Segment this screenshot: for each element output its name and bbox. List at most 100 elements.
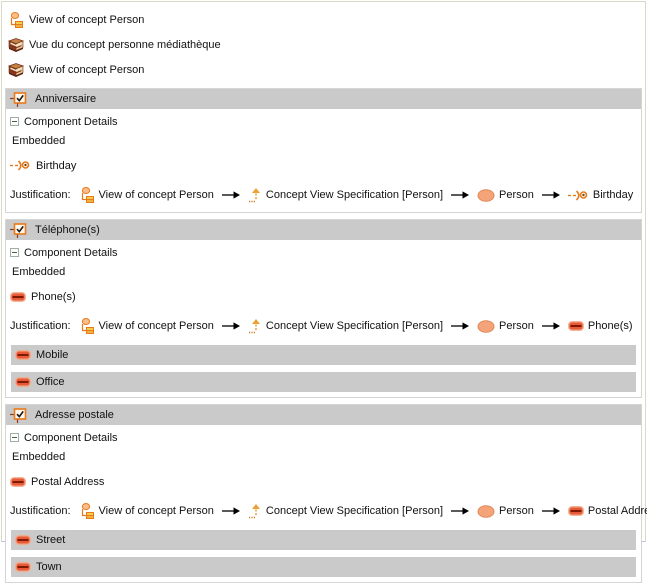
embedded-row: Embedded <box>10 131 637 150</box>
top-list: View of concept Person Vue du concept pe… <box>5 7 642 82</box>
justification-step-label: View of concept Person <box>98 505 214 517</box>
justification-step-label: Concept View Specification [Person] <box>265 189 444 201</box>
attribute-icon <box>10 292 26 302</box>
section-title: Adresse postale <box>35 409 114 421</box>
concept-view-icon <box>79 318 95 334</box>
attribute-row: Phone(s) <box>10 281 637 309</box>
sub-component-street[interactable]: Street <box>11 530 636 550</box>
component-details-label: Component Details <box>24 246 118 259</box>
justification-step-label: Birthday <box>592 189 634 201</box>
attribute-label: Birthday <box>36 159 77 172</box>
justification-step[interactable]: Concept View Specification [Person] <box>248 318 443 335</box>
justification-step-label: Concept View Specification [Person] <box>265 320 444 332</box>
justification-step[interactable]: Concept View Specification [Person] <box>248 503 443 520</box>
justification-step[interactable]: Person <box>477 189 534 202</box>
embedded-label: Embedded <box>12 134 66 147</box>
section-adresse-postale: Adresse postale Component Details Embedd… <box>5 404 647 583</box>
list-item-vue-du-concept[interactable]: Vue du concept personne médiathèque <box>5 32 642 57</box>
section-header-telephones[interactable]: Téléphone(s) <box>6 220 641 240</box>
justification-step-label: Phone(s) <box>587 320 633 332</box>
component-details-row: Component Details <box>10 112 637 131</box>
justification-label: Justification: <box>10 505 71 517</box>
embedded-row: Embedded <box>10 262 637 281</box>
spec-arrow-icon <box>248 187 262 204</box>
section-header-anniversaire[interactable]: Anniversaire <box>6 89 641 109</box>
sub-component-office[interactable]: Office <box>11 372 636 392</box>
arrow-right-icon <box>451 190 469 200</box>
justification-step-label: View of concept Person <box>98 189 214 201</box>
association-icon <box>568 189 589 202</box>
justification-step[interactable]: View of concept Person <box>79 318 214 334</box>
list-item-view-of-concept[interactable]: View of concept Person <box>5 7 642 32</box>
justification-row: Justification: View of concept Person Co… <box>10 309 637 338</box>
list-item-label: Vue du concept personne médiathèque <box>29 38 221 51</box>
checked-checkbox-icon[interactable] <box>10 91 29 108</box>
person-icon <box>477 320 495 333</box>
person-icon <box>477 189 495 202</box>
component-details-row: Component Details <box>10 428 637 447</box>
justification-label: Justification: <box>10 320 71 332</box>
embedded-label: Embedded <box>12 450 66 463</box>
concept-view-icon <box>8 12 24 28</box>
arrow-right-icon <box>542 321 560 331</box>
component-details-label: Component Details <box>24 431 118 444</box>
section-body: Component Details Embedded Birthday Just… <box>6 109 641 212</box>
arrow-right-icon <box>451 506 469 516</box>
concept-view-icon <box>79 187 95 203</box>
justification-row: Justification: View of concept Person Co… <box>10 178 637 207</box>
justification-row: Justification: View of concept Person Co… <box>10 494 647 523</box>
association-icon <box>10 159 31 172</box>
collapse-icon[interactable] <box>10 117 19 126</box>
justification-step[interactable]: Person <box>477 320 534 333</box>
attribute-row: Postal Address <box>10 466 637 494</box>
checked-checkbox-icon[interactable] <box>10 407 29 424</box>
attribute-icon <box>15 377 31 387</box>
library-icon <box>8 37 24 53</box>
concept-view-icon <box>79 503 95 519</box>
section-title: Téléphone(s) <box>35 224 100 236</box>
arrow-right-icon <box>222 321 240 331</box>
arrow-right-icon <box>451 321 469 331</box>
attribute-icon <box>10 477 26 487</box>
embedded-label: Embedded <box>12 265 66 278</box>
justification-step[interactable]: View of concept Person <box>79 187 214 203</box>
list-item-label: View of concept Person <box>29 13 145 26</box>
justification-step[interactable]: Birthday <box>568 189 633 202</box>
justification-step[interactable]: Person <box>477 505 534 518</box>
justification-step[interactable]: Concept View Specification [Person] <box>248 187 443 204</box>
arrow-right-icon <box>542 506 560 516</box>
justification-step-label: Person <box>499 189 534 201</box>
section-header-adresse-postale[interactable]: Adresse postale <box>6 405 641 425</box>
attribute-icon <box>15 562 31 572</box>
section-telephones: Téléphone(s) Component Details Embedded … <box>5 219 642 398</box>
attribute-label: Phone(s) <box>31 290 76 303</box>
attribute-icon <box>568 321 584 331</box>
spec-arrow-icon <box>248 318 262 335</box>
sub-component-label: Town <box>36 561 62 573</box>
section-body: Component Details Embedded Postal Addres… <box>6 425 647 582</box>
person-icon <box>477 505 495 518</box>
embedded-row: Embedded <box>10 447 637 466</box>
sub-component-label: Office <box>36 376 65 388</box>
section-body: Component Details Embedded Phone(s) Just… <box>6 240 641 397</box>
justification-step-label: Person <box>499 320 534 332</box>
component-details-label: Component Details <box>24 115 118 128</box>
list-item-view-of-concept-2[interactable]: View of concept Person <box>5 57 642 82</box>
justification-step[interactable]: Phone(s) <box>568 320 633 332</box>
arrow-right-icon <box>542 190 560 200</box>
list-item-label: View of concept Person <box>29 63 145 76</box>
attribute-icon <box>568 506 584 516</box>
attribute-icon <box>15 535 31 545</box>
justification-step-label: View of concept Person <box>98 320 214 332</box>
component-details-row: Component Details <box>10 243 637 262</box>
collapse-icon[interactable] <box>10 248 19 257</box>
justification-step[interactable]: View of concept Person <box>79 503 214 519</box>
sub-component-town[interactable]: Town <box>11 557 636 577</box>
justification-step-label: Concept View Specification [Person] <box>265 505 444 517</box>
collapse-icon[interactable] <box>10 433 19 442</box>
justification-step-label: Person <box>499 505 534 517</box>
checked-checkbox-icon[interactable] <box>10 222 29 239</box>
sub-component-mobile[interactable]: Mobile <box>11 345 636 365</box>
arrow-right-icon <box>222 190 240 200</box>
justification-step[interactable]: Postal Address <box>568 505 647 517</box>
